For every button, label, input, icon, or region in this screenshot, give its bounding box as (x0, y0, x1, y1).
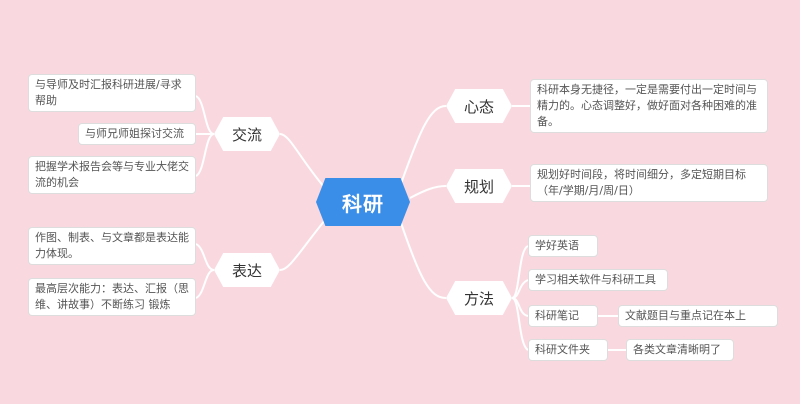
link-jiaoliu-1 (195, 95, 215, 135)
leaf-jiaoliu-2[interactable]: 与师兄师姐探讨交流 (78, 123, 196, 145)
link-jiaoliu-3 (195, 133, 215, 177)
leaf-fangfa-3[interactable]: 科研笔记 (528, 305, 598, 327)
leaf-fangfa-4[interactable]: 科研文件夹 (528, 339, 608, 361)
topic-jiaoliu[interactable]: 交流 (214, 117, 280, 151)
leaf-fangfa-3-sub[interactable]: 文献题目与重点记在本上 (618, 305, 778, 327)
topic-guihua[interactable]: 规划 (446, 169, 512, 203)
leaf-jiaoliu-1[interactable]: 与导师及时汇报科研进展/寻求帮助 (28, 74, 196, 112)
leaf-jiaoliu-3[interactable]: 把握学术报告会等与专业大佬交流的机会 (28, 156, 196, 194)
link-center-xintai (397, 105, 447, 193)
link-biaoda-2 (195, 269, 215, 299)
leaf-biaoda-1[interactable]: 作图、制表、与文章都是表达能力体现。 (28, 227, 196, 265)
leaf-fangfa-1[interactable]: 学好英语 (528, 235, 598, 257)
topic-biaoda[interactable]: 表达 (214, 253, 280, 287)
central-topic[interactable]: 科研 (316, 178, 410, 226)
link-center-jiaoliu (279, 133, 331, 195)
leaf-xintai-1[interactable]: 科研本身无捷径，一定是需要付出一定时间与精力的。心态调整好，做好面对各种困难的准… (530, 79, 768, 133)
link-center-guihua (409, 185, 447, 199)
link-center-fangfa (397, 213, 447, 299)
link-biaoda-1 (195, 243, 215, 271)
leaf-fangfa-2[interactable]: 学习相关软件与科研工具 (528, 269, 668, 291)
topic-xintai[interactable]: 心态 (446, 89, 512, 123)
leaf-guihua-1[interactable]: 规划好时间段，将时间细分，多定短期目标（年/学期/月/周/日） (530, 164, 768, 202)
link-fangfa-4 (511, 297, 529, 351)
leaf-biaoda-2[interactable]: 最高层次能力：表达、汇报（思维、讲故事）不断练习 锻炼 (28, 278, 196, 316)
link-center-biaoda (279, 213, 331, 271)
leaf-fangfa-4-sub[interactable]: 各类文章清晰明了 (626, 339, 734, 361)
topic-fangfa[interactable]: 方法 (446, 281, 512, 315)
